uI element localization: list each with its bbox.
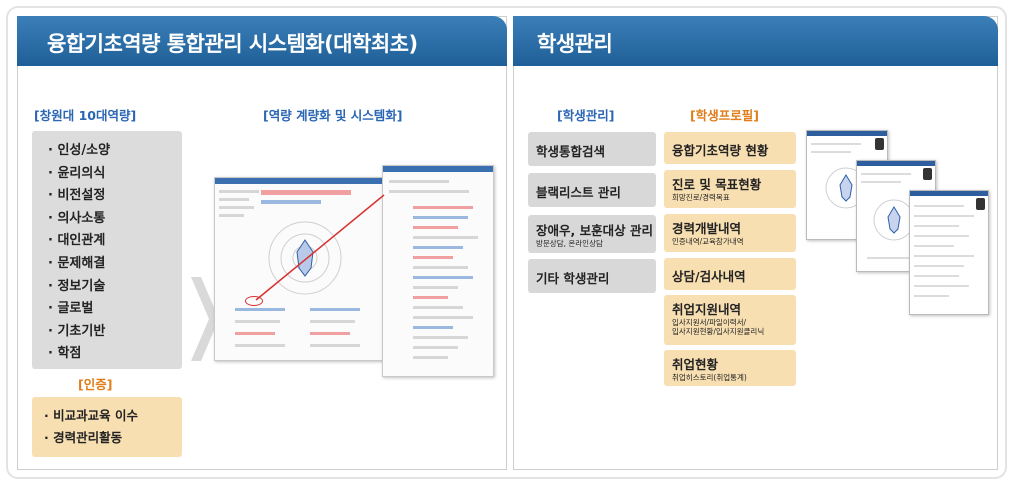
capability-item: · 윤리의식 (48, 165, 106, 181)
photo-icon (976, 198, 985, 210)
system-heading: [역량 계량화 및 시스템화] (263, 108, 403, 123)
profile-heading: [학생프로필] (690, 108, 759, 123)
mgmt-item-label: 기타 학생관리 (536, 271, 610, 286)
mgmt-item-label: 학생통합검색 (536, 144, 606, 159)
capability-item: · 정보기술 (48, 278, 106, 294)
mgmt-item-sub: 방문상담, 온라인상담 (536, 239, 603, 248)
left-panel-banner: 융합기초역량 통합관리 시스템화(대학최초) (17, 16, 507, 66)
capability-item: · 인성/소양 (48, 143, 111, 158)
capability-item: · 문제해결 (48, 255, 106, 271)
profile-item: 융합기초역량 현황 (664, 132, 796, 164)
profile-item-label: 융합기초역량 현황 (672, 143, 769, 158)
profile-item-label: 취업지원내역 (672, 302, 742, 317)
profile-item-label: 진로 및 목표현황 (672, 177, 762, 192)
profile-item-sub: 인증내역/교육참가내역 (672, 237, 744, 246)
capability-list-box: · 인성/소양 · 윤리의식 · 비전설정 · 의사소통 · 대인관계 · 문제해결 · 정… (32, 131, 182, 369)
capability-item: · 의사소통 (48, 210, 106, 226)
right-panel-banner: 학생관리 (513, 16, 998, 66)
capability-item: · 글로벌 (48, 301, 94, 317)
system-screenshot-detail (382, 165, 494, 377)
radar-chart-icon (268, 221, 342, 295)
profile-screenshot-3 (909, 190, 989, 315)
capability-heading: [창원대 10대역량] (34, 108, 137, 123)
photo-icon (875, 138, 884, 150)
mgmt-item: 기타 학생관리 (528, 259, 656, 293)
cert-list: · 비교과교육 이수 · 경력관리활동 (32, 397, 182, 449)
profile-item-sub: 입사지원서/파일이력서/ (672, 318, 747, 327)
capability-system-panel: 융합기초역량 통합관리 시스템화(대학최초) [창원대 10대역량] · 인성/… (17, 16, 507, 470)
mgmt-item: 블랙리스트 관리 (528, 173, 656, 207)
capability-item: · 대인관계 (48, 233, 106, 249)
cert-heading: [인증] (78, 377, 113, 392)
radar-chart-icon (825, 167, 867, 209)
capability-item: · 학점 (48, 346, 82, 362)
profile-item-label: 취업현황 (672, 357, 719, 372)
photo-icon (923, 168, 932, 180)
capability-list: · 인성/소양 · 윤리의식 · 비전설정 · 의사소통 · 대인관계 · 문제해결 · 정… (32, 131, 182, 366)
system-screenshot-main (214, 177, 394, 361)
profile-item-sub: 취업히스토리(취업통계) (672, 373, 747, 382)
profile-item-sub: 희망진로/경력목표 (672, 193, 730, 202)
mgmt-item-label: 장애우, 보훈대상 관리 (536, 223, 653, 238)
chevron-right-icon (191, 277, 219, 361)
mgmt-item: 학생통합검색 (528, 132, 656, 166)
cert-item: · 경력관리활동 (44, 430, 123, 445)
profile-item-label: 경력개발내역 (672, 221, 742, 236)
cert-item: · 비교과교육 이수 (44, 408, 138, 423)
profile-item-label: 상담/검사내역 (672, 269, 746, 284)
profile-item-sub: 입사지원현황/입사지원클리닉 (672, 327, 765, 336)
capability-item: · 비전설정 (48, 188, 106, 204)
mgmt-heading: [학생관리] (557, 108, 615, 123)
zoom-connector-line (255, 194, 385, 301)
mgmt-item-label: 블랙리스트 관리 (536, 185, 621, 200)
capability-item: · 기초기반 (48, 323, 106, 339)
cert-list-box: · 비교과교육 이수 · 경력관리활동 (32, 397, 182, 457)
profile-item: 상담/검사내역 (664, 258, 796, 290)
